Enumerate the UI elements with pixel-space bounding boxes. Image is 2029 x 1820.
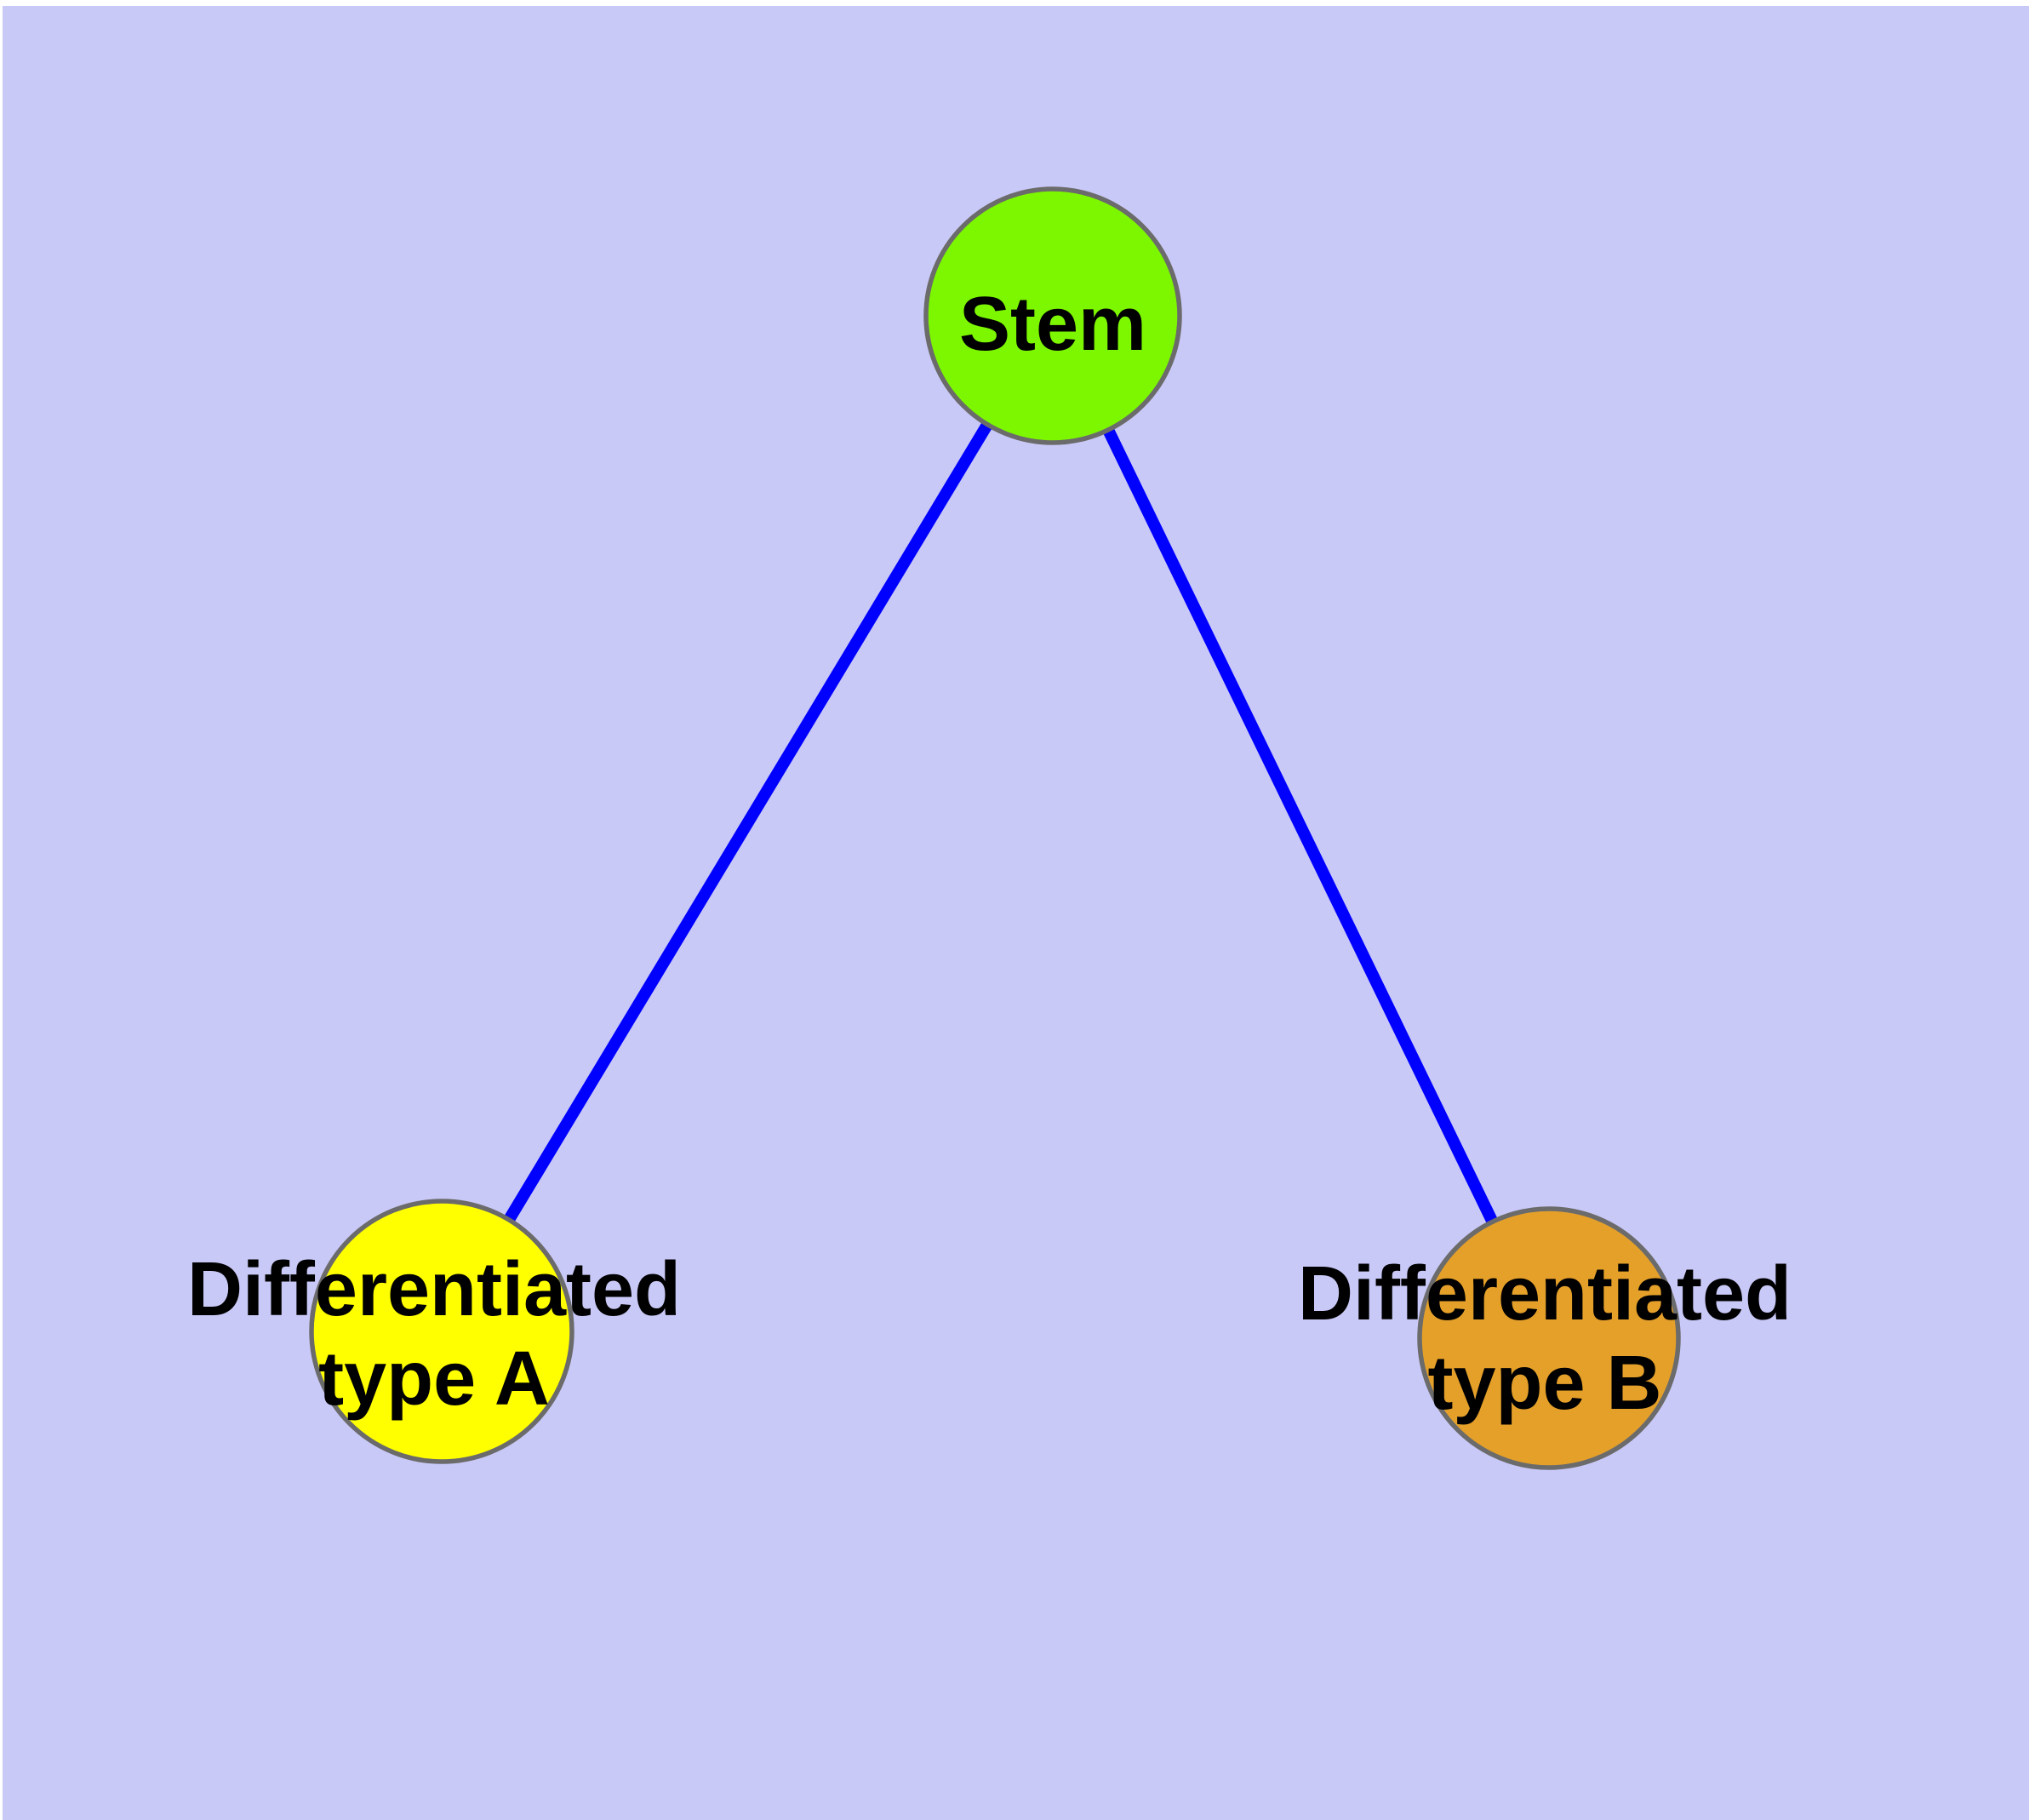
node-label-type-a-line2: type A <box>318 1336 550 1422</box>
node-differentiated-type-b <box>1417 1206 1681 1470</box>
node-differentiated-type-a <box>309 1199 574 1464</box>
node-label-type-a-line1: Differentiated <box>187 1247 681 1332</box>
node-label-type-b-line2: type B <box>1427 1341 1661 1426</box>
node-label-stem: Stem <box>959 282 1146 367</box>
edge-stem-to-type-a <box>437 312 1058 1335</box>
node-label-type-b-line1: Differentiated <box>1298 1251 1792 1336</box>
node-stem <box>923 186 1182 445</box>
edge-stem-to-type-b <box>1047 312 1555 1342</box>
